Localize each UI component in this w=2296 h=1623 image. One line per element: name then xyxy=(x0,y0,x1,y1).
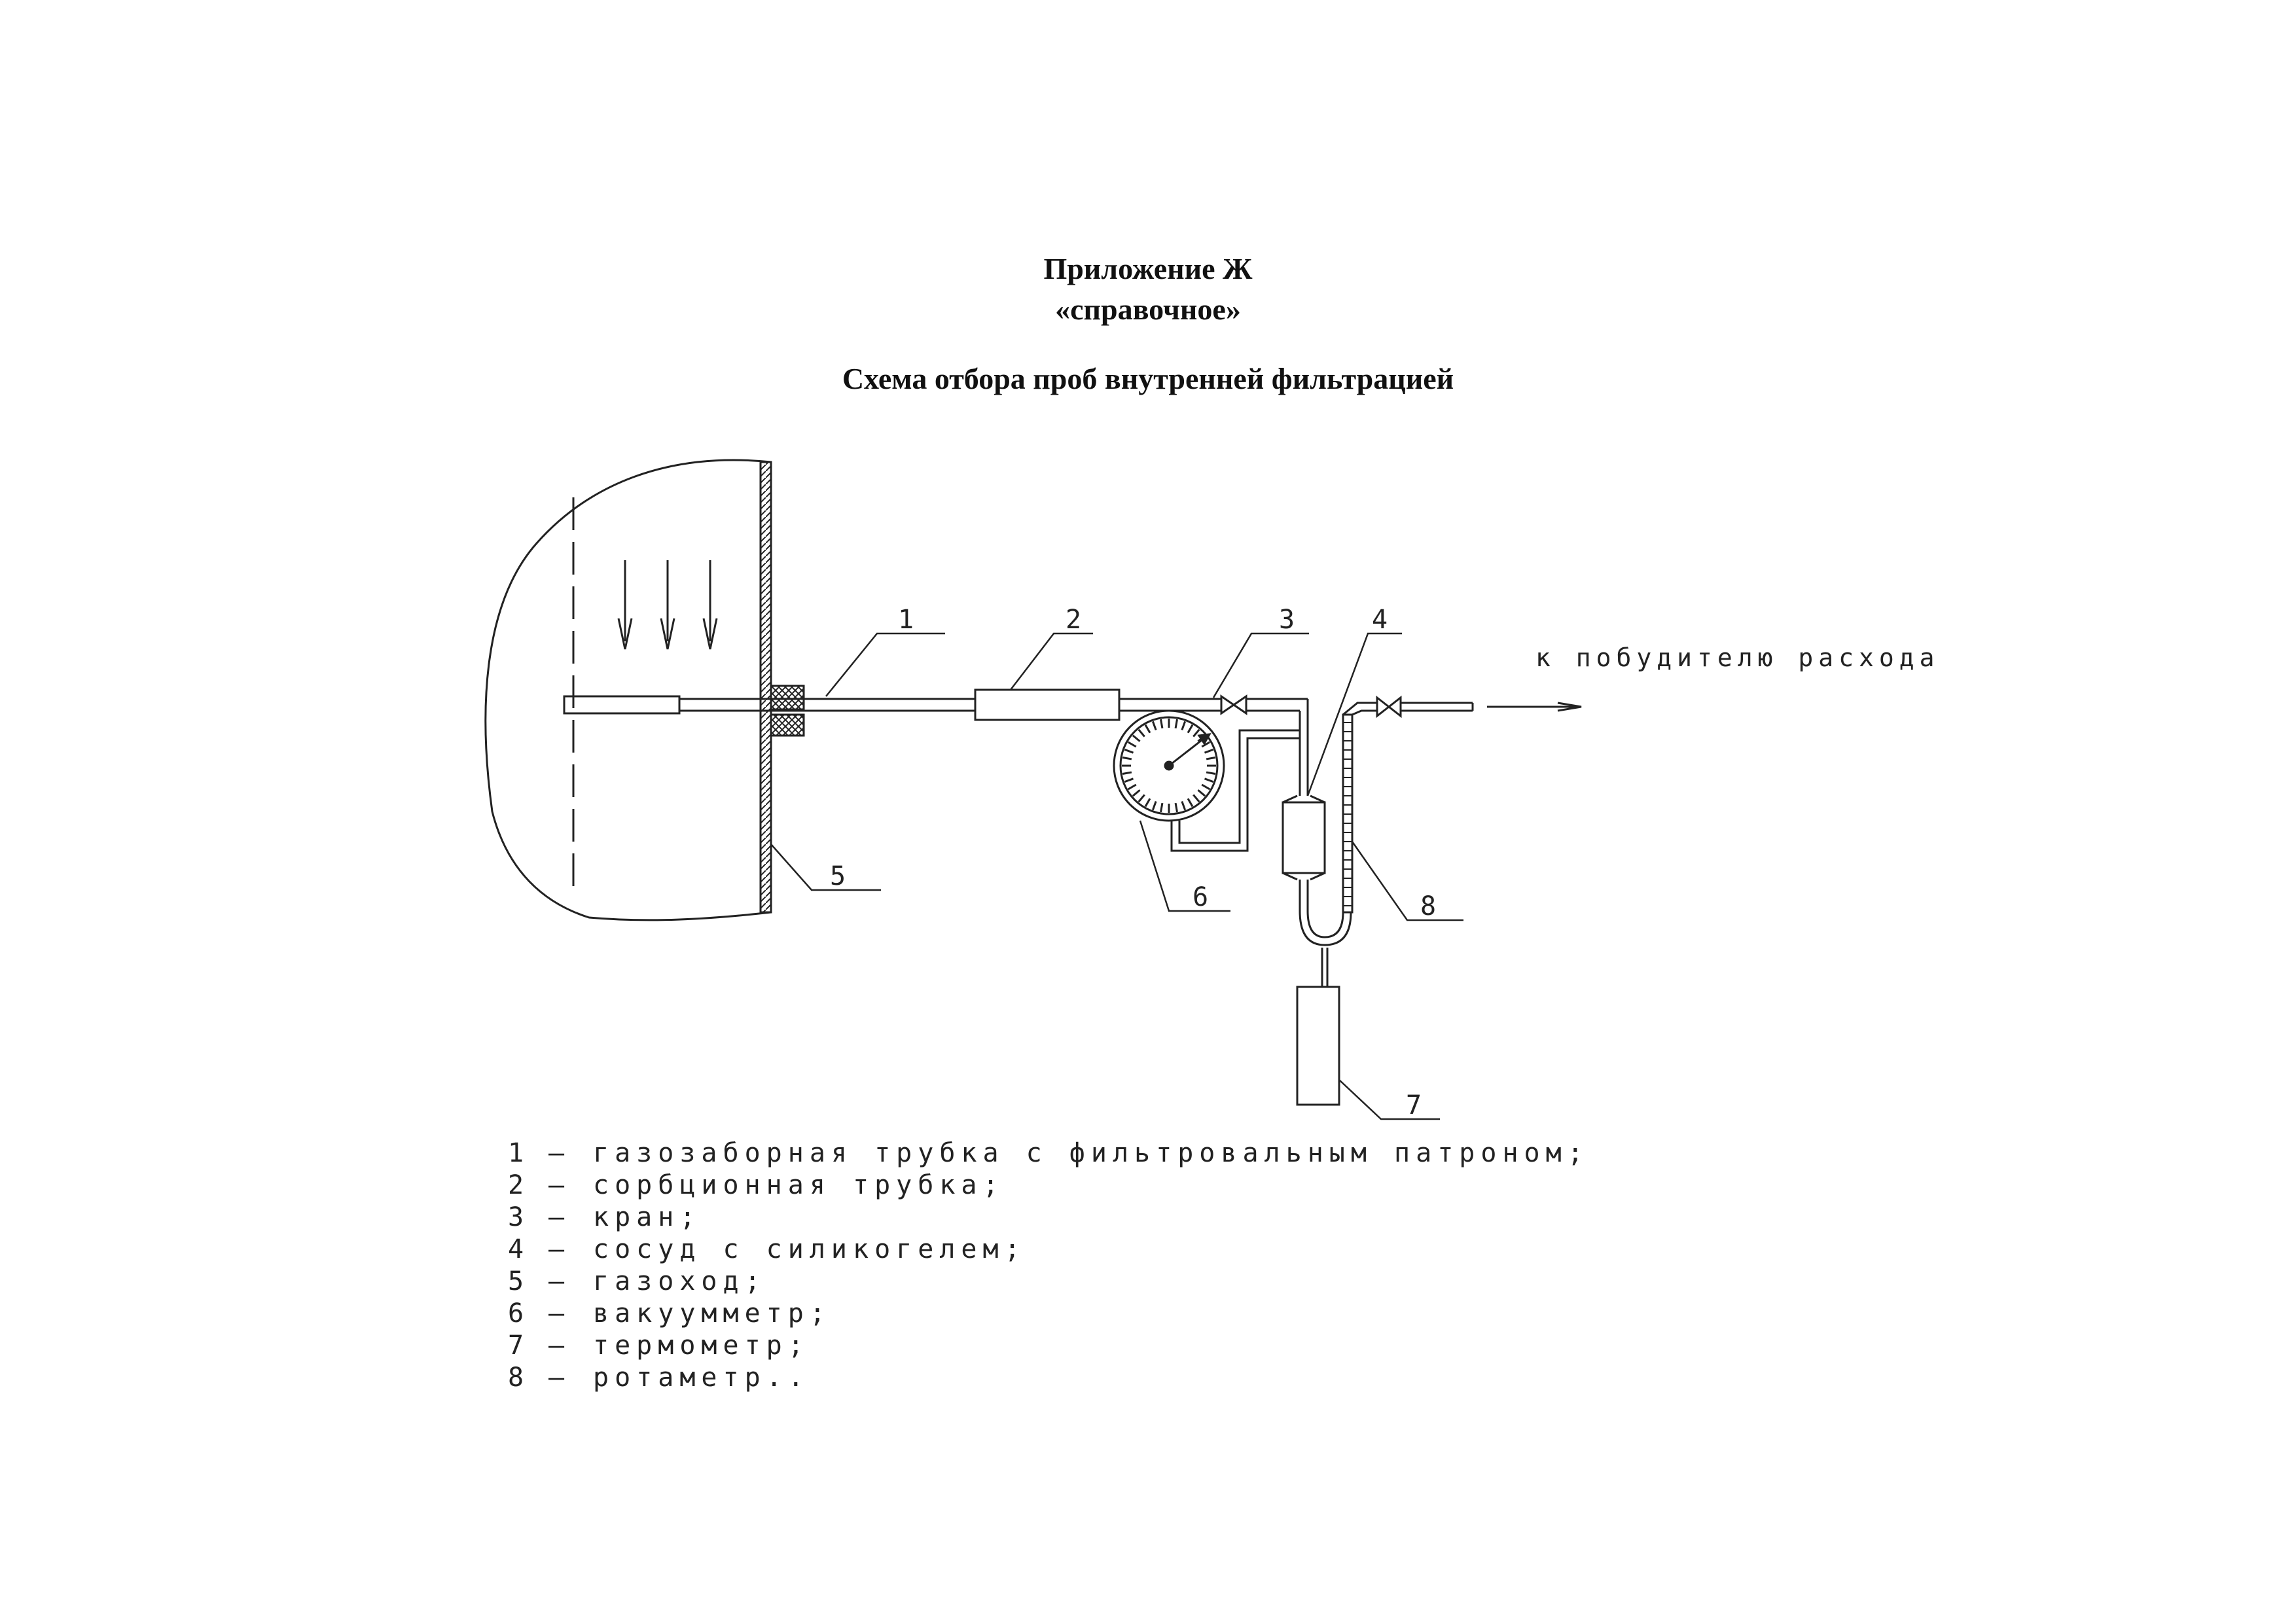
thermometer-icon xyxy=(1296,948,1340,1106)
legend-item: 1–газозаборная трубка с фильтровальным п… xyxy=(508,1138,1589,1168)
valve-icon xyxy=(1220,694,1247,715)
u-bend-tube xyxy=(1299,910,1352,946)
gauge-tick xyxy=(1132,789,1141,797)
appendix-heading: Приложение Ж xyxy=(1043,252,1253,285)
gauge-tick xyxy=(1201,741,1211,748)
callout-4: 4 xyxy=(1372,605,1388,635)
rotameter xyxy=(1342,702,1372,914)
gas-duct xyxy=(484,459,772,921)
legend-item: 6–вакуумметр; xyxy=(508,1298,831,1329)
gas-flow-arrows xyxy=(617,560,718,650)
gauge-tick xyxy=(1138,728,1145,738)
gauge-tick xyxy=(1197,789,1206,797)
gauge-tick xyxy=(1124,777,1134,783)
gauge-tick xyxy=(1174,802,1178,813)
gauge-tick xyxy=(1174,719,1178,729)
legend-item: 5–газоход; xyxy=(508,1266,766,1296)
gauge-tick xyxy=(1122,757,1132,760)
gauge-tick xyxy=(1144,798,1151,808)
gauge-tick xyxy=(1204,748,1214,754)
gauge-tick xyxy=(1187,724,1194,734)
gas-sampling-probe xyxy=(563,685,975,737)
legend-item: 4–сосуд с силикогелем; xyxy=(508,1234,1026,1264)
legend-item: 2–сорбционная трубка; xyxy=(508,1170,1005,1200)
gauge-tick xyxy=(1124,748,1134,754)
gauge-tick xyxy=(1127,783,1137,791)
gauge-tick xyxy=(1181,721,1187,731)
gauge-connection-tube xyxy=(1170,729,1300,852)
gauge-tick xyxy=(1127,741,1137,748)
callout-1: 1 xyxy=(898,605,914,635)
gauge-tick xyxy=(1193,728,1200,738)
callout-2: 2 xyxy=(1066,605,1081,635)
gauge-tick xyxy=(1187,798,1194,808)
gauge-tick xyxy=(1206,771,1216,775)
flow-direction-label: к побудителю расхода xyxy=(1535,643,1940,672)
gauge-tick xyxy=(1144,724,1151,734)
gauge-tick xyxy=(1122,771,1132,775)
callout-3: 3 xyxy=(1279,605,1295,635)
gauge-tick xyxy=(1151,721,1157,731)
gauge-tick xyxy=(1193,794,1200,803)
legend-item: 3–кран; xyxy=(508,1202,702,1232)
callout-7: 7 xyxy=(1406,1090,1422,1120)
vacuum-gauge-icon xyxy=(1113,709,1225,822)
callout-5: 5 xyxy=(830,861,846,891)
gauge-tick xyxy=(1160,802,1164,813)
sorption-tube xyxy=(974,688,1121,721)
legend-item: 7–термометр; xyxy=(508,1330,810,1361)
gauge-tick xyxy=(1181,800,1187,811)
legend-item: 8–ротаметр.. xyxy=(508,1363,810,1393)
diagram-title: Схема отбора проб внутренней фильтрацией xyxy=(842,362,1454,395)
outlet-valve-icon xyxy=(1376,695,1402,719)
gauge-tick xyxy=(1151,800,1157,811)
gauge-tick xyxy=(1201,783,1211,791)
flow-direction-arrow xyxy=(1487,702,1582,712)
gauge-tick xyxy=(1138,794,1145,803)
callout-6: 6 xyxy=(1193,882,1208,912)
gauge-tick xyxy=(1132,734,1141,742)
gauge-tick xyxy=(1206,757,1216,760)
gauge-tick xyxy=(1204,777,1214,783)
callout-leaders xyxy=(770,632,1463,1120)
legend: 1–газозаборная трубка с фильтровальным п… xyxy=(508,1137,1589,1394)
gauge-tick xyxy=(1160,719,1164,729)
appendix-note: «справочное» xyxy=(1055,293,1241,326)
silica-gel-vessel xyxy=(1282,794,1326,911)
outlet-line xyxy=(1372,695,1474,719)
callout-8: 8 xyxy=(1420,891,1436,921)
